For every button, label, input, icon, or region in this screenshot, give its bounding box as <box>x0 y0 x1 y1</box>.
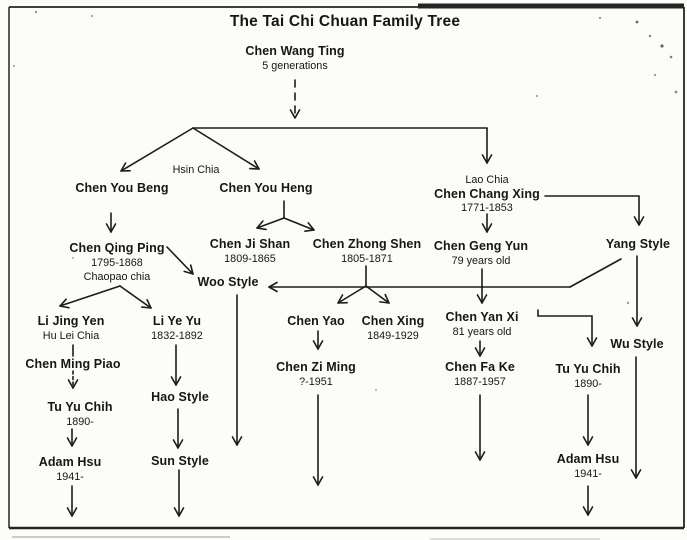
person-dates: 1771-1853 <box>461 202 513 214</box>
branch-label-lao-chia: Lao Chia <box>465 174 509 186</box>
node-hao-style: Hao Style <box>151 390 209 405</box>
person-name: Li Jing Yen <box>37 314 105 328</box>
node-tu-yu-chih-left: Tu Yu Chih 1890- <box>47 400 113 429</box>
person-name: Chen You Beng <box>75 181 169 195</box>
person-dates: 1832-1892 <box>151 329 203 342</box>
style-name: Yang Style <box>605 237 671 251</box>
node-woo-style: Woo Style <box>197 275 259 290</box>
person-name: Li Ye Yu <box>152 314 202 328</box>
person-name: Chen Ming Piao <box>25 357 121 371</box>
person-name: Chen Yao <box>287 314 345 328</box>
branch-label-chaopao-chia: Chaopao chia <box>83 271 151 283</box>
node-yang-style: Yang Style <box>605 237 671 252</box>
person-name: Chen Chang Xing <box>434 186 540 201</box>
person-dates: ?-1951 <box>299 375 333 388</box>
style-name: Woo Style <box>197 275 259 289</box>
node-chen-wang-ting: Chen Wang Ting 5 generations <box>245 44 345 73</box>
person-name: Tu Yu Chih <box>555 362 621 376</box>
node-wu-style: Wu Style <box>610 337 664 352</box>
style-name: Sun Style <box>151 454 209 468</box>
person-dates: 1941- <box>574 467 602 480</box>
node-sun-style: Sun Style <box>151 454 209 469</box>
node-chen-ji-shan: Chen Ji Shan 1809-1865 <box>209 237 291 266</box>
node-chen-you-heng: Chen You Heng <box>219 181 313 196</box>
node-chen-yan-xi: Chen Yan Xi 81 years old <box>445 310 519 339</box>
node-chen-you-beng: Chen You Beng <box>75 181 169 196</box>
node-adam-hsu-right: Adam Hsu 1941- <box>556 452 620 481</box>
person-name: Adam Hsu <box>556 452 620 466</box>
node-adam-hsu-left: Adam Hsu 1941- <box>38 455 102 484</box>
node-li-ye-yu: Li Ye Yu 1832-1892 <box>151 314 203 343</box>
branch-label-hsin-chia: Hsin Chia <box>172 164 220 176</box>
person-dates: 1887-1957 <box>454 375 506 388</box>
page-border <box>8 3 685 540</box>
person-name: Chen Wang Ting <box>245 44 345 58</box>
person-name: Chen Qing Ping <box>69 241 165 255</box>
person-name: Chen Yan Xi <box>445 310 519 324</box>
lineage-arrows <box>59 79 645 517</box>
person-dates: 1890- <box>574 377 602 390</box>
person-name: Chen Zhong Shen <box>312 237 422 251</box>
node-li-jing-yen: Li Jing Yen Hu Lei Chia <box>37 314 105 343</box>
node-chen-zi-ming: Chen Zi Ming ?-1951 <box>276 360 356 389</box>
style-name: Hao Style <box>151 390 209 404</box>
node-chen-xing: Chen Xing 1849-1929 <box>361 314 425 343</box>
person-name: Chen You Heng <box>219 181 313 195</box>
person-name: Tu Yu Chih <box>47 400 113 414</box>
node-chen-ming-piao: Chen Ming Piao <box>25 357 121 372</box>
person-name: Chen Geng Yun <box>433 239 529 253</box>
person-dates: 1805-1871 <box>341 252 393 265</box>
person-dates: 1849-1929 <box>367 329 419 342</box>
node-chen-qing-ping: Chen Qing Ping 1795-1868 Chaopao chia <box>69 241 165 285</box>
person-note: 5 generations <box>262 59 328 72</box>
node-chen-geng-yun: Chen Geng Yun 79 years old <box>433 239 529 268</box>
branch-label-hu-lei-chia: Hu Lei Chia <box>42 329 100 342</box>
node-chen-yao: Chen Yao <box>287 314 345 329</box>
person-name: Chen Ji Shan <box>209 237 291 251</box>
node-chen-zhong-shen: Chen Zhong Shen 1805-1871 <box>312 237 422 266</box>
person-dates: 1890- <box>66 415 94 428</box>
node-tu-yu-chih-right: Tu Yu Chih 1890- <box>555 362 621 391</box>
person-name: Chen Fa Ke <box>445 360 515 374</box>
person-dates: 1795-1868 <box>91 256 143 269</box>
person-dates: 1941- <box>56 470 84 483</box>
scan-noise-specks <box>13 10 678 391</box>
node-chen-chang-xing: Lao Chia Chen Chang Xing 1771-1853 <box>434 173 540 216</box>
person-note: 79 years old <box>451 254 511 267</box>
person-note: 81 years old <box>452 325 512 338</box>
person-name: Chen Xing <box>361 314 425 328</box>
person-dates: 1809-1865 <box>224 252 276 265</box>
person-name: Adam Hsu <box>38 455 102 469</box>
node-chen-fa-ke: Chen Fa Ke 1887-1957 <box>445 360 515 389</box>
person-name: Chen Zi Ming <box>276 360 356 374</box>
diagram-title: The Tai Chi Chuan Family Tree <box>229 13 461 30</box>
style-name: Wu Style <box>610 337 664 351</box>
